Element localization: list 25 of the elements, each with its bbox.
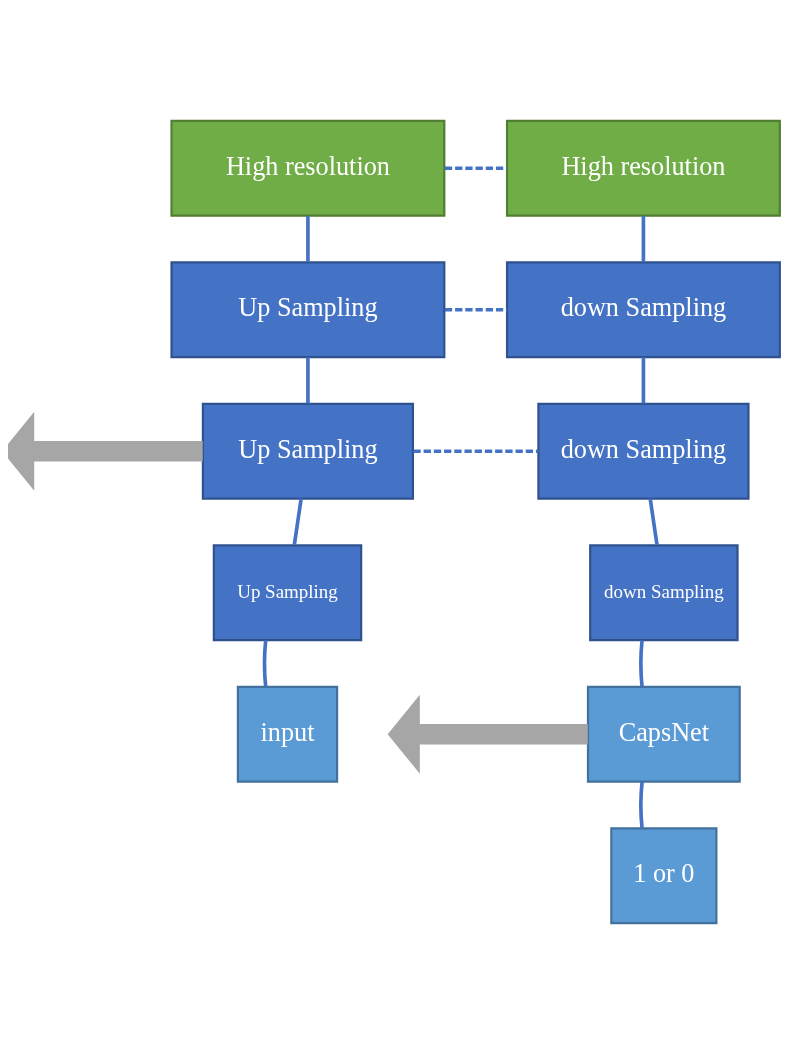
arrow xyxy=(387,694,588,774)
arrow xyxy=(8,411,203,491)
node-box: High resolution xyxy=(170,119,446,217)
connector xyxy=(641,215,646,262)
connector xyxy=(639,781,644,828)
node-box: 1 or 0 xyxy=(610,826,718,924)
node-box: Up Sampling xyxy=(201,402,415,500)
node-box: CapsNet xyxy=(586,685,741,783)
connector xyxy=(413,448,539,453)
node-box: Up Sampling xyxy=(170,260,446,358)
node-box: down Sampling xyxy=(505,260,781,358)
node-box: down Sampling xyxy=(537,402,750,500)
node-box: input xyxy=(236,685,339,783)
connector xyxy=(292,498,303,545)
connector xyxy=(648,498,659,545)
connector xyxy=(306,356,310,403)
connector xyxy=(444,165,507,170)
connector xyxy=(639,639,644,687)
connector xyxy=(306,215,310,262)
node-box: Up Sampling xyxy=(212,543,363,641)
connector xyxy=(641,356,646,403)
node-box: down Sampling xyxy=(589,543,739,641)
connector xyxy=(262,639,268,687)
connector xyxy=(444,307,507,312)
node-box: High resolution xyxy=(505,119,781,217)
